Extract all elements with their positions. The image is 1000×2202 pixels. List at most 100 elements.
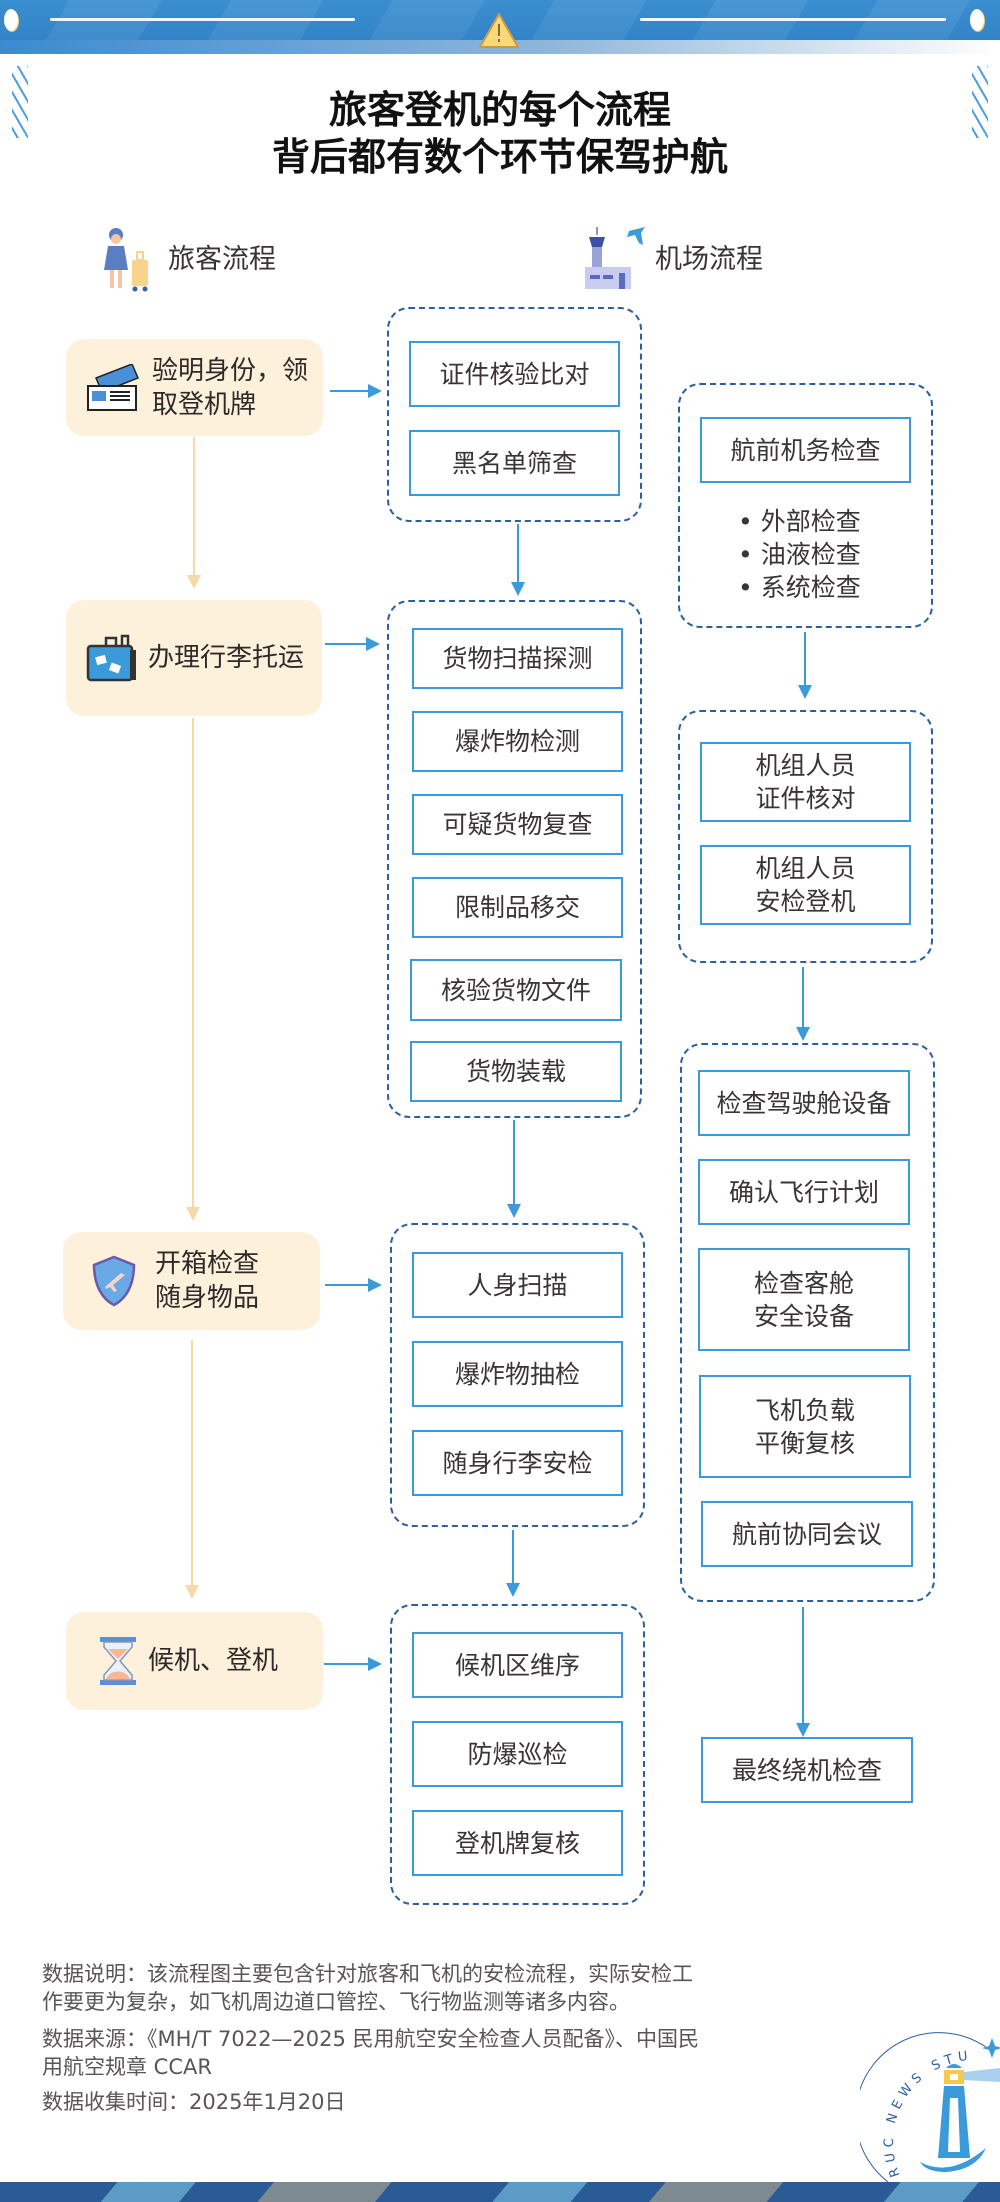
security-group-boarding	[390, 1604, 645, 1905]
group-connector	[513, 1120, 515, 1206]
security-step: 候机区维序	[412, 1632, 623, 1698]
bullet-item: • 油液检查	[738, 540, 861, 569]
ruc-news-studio-logo: RUC NEWS STUDIO	[860, 2030, 1000, 2183]
security-step: 可疑货物复查	[412, 794, 623, 855]
passenger-step-id-check: 验明身份，领 取登机牌	[66, 339, 323, 436]
decorative-hatch-left	[12, 66, 28, 138]
step-line1: 机组人员	[755, 751, 856, 780]
data-note-line2: 作要更为复杂，如飞机周边道口管控、飞行物监测等诸多内容。	[42, 1990, 630, 2014]
aircraft-step: 机组人员 安检登机	[700, 845, 911, 925]
traveler-icon	[104, 228, 148, 292]
banner-dot-left	[4, 9, 18, 31]
step-line1: 飞机负载	[754, 1395, 855, 1425]
step-line1: 机组人员	[755, 854, 856, 883]
passenger-step-baggage: 办理行李托运	[66, 600, 322, 716]
aircraft-step: 机组人员 证件核对	[700, 742, 911, 822]
arrow-down	[798, 685, 812, 699]
data-collection-date: 数据收集时间：2025年1月20日	[42, 2090, 346, 2114]
aircraft-group-preflight	[680, 1043, 935, 1602]
bottom-banner	[0, 2182, 1000, 2202]
aircraft-final-walkaround: 最终绕机检查	[701, 1737, 913, 1803]
passenger-arrow-down	[187, 575, 201, 589]
security-step: 登机牌复核	[412, 1810, 623, 1876]
passenger-step-line2: 随身物品	[155, 1283, 260, 1313]
group-connector	[517, 524, 519, 584]
hourglass-icon	[100, 1637, 136, 1685]
passenger-arrow-down	[185, 1585, 199, 1599]
arrow-right	[366, 637, 380, 651]
lighthouse-icon	[920, 2064, 1000, 2172]
security-step: 防爆巡检	[412, 1721, 623, 1787]
title-line-2: 背后都有数个环节保驾护航	[271, 135, 728, 179]
passenger-step-carry-on-check: 开箱检查 随身物品	[63, 1232, 320, 1330]
security-group-cargo	[387, 600, 642, 1118]
group-connector	[804, 632, 806, 687]
security-step: 货物扫描探测	[412, 628, 623, 689]
aircraft-step: 确认飞行计划	[698, 1159, 910, 1225]
arrow-down	[506, 1583, 520, 1597]
data-source-line1: 数据来源：《MH/T 7022—2025 民用航空安全检查人员配备》、中国民	[42, 2027, 700, 2051]
security-step: 黑名单筛查	[409, 430, 620, 496]
passenger-step-line1: 候机、登机	[148, 1646, 279, 1676]
step-line2: 平衡复核	[754, 1428, 855, 1458]
control-tower-icon	[585, 227, 645, 289]
boarding-pass-icon	[87, 363, 139, 411]
security-step: 爆炸物检测	[412, 711, 623, 772]
data-note: 数据说明：该流程图主要包含针对旅客和飞机的安检流程，实际安检工 作要更为复杂，如…	[42, 1960, 782, 2016]
passenger-connector	[192, 718, 194, 1208]
connector-right	[325, 1284, 370, 1286]
airport-column-label: 机场流程	[655, 244, 763, 275]
warning-triangle-icon	[479, 13, 519, 48]
arrow-right	[368, 1657, 382, 1671]
arrow-right	[368, 1278, 382, 1292]
banner-line-right	[640, 18, 946, 21]
aircraft-step: 检查客舱 安全设备	[698, 1248, 910, 1351]
decorative-hatch-right	[972, 66, 988, 138]
security-group-personal	[390, 1223, 645, 1527]
passenger-connector	[193, 437, 195, 577]
passenger-column-label: 旅客流程	[168, 244, 276, 275]
luggage-icon	[86, 634, 136, 682]
bullet-item: • 外部检查	[738, 507, 861, 536]
data-source-line2: 用航空规章 CCAR	[42, 2055, 212, 2079]
group-connector	[512, 1530, 514, 1585]
banner-line-left	[50, 18, 355, 21]
data-source: 数据来源：《MH/T 7022—2025 民用航空安全检查人员配备》、中国民 用…	[42, 2025, 782, 2081]
security-step: 限制品移交	[412, 877, 623, 938]
security-step: 核验货物文件	[410, 959, 622, 1021]
security-group-id	[387, 307, 642, 522]
passenger-step-line1: 办理行李托运	[148, 643, 305, 673]
passenger-step-line1: 验明身份，领	[152, 355, 309, 386]
connector-right	[330, 390, 370, 392]
passenger-step-boarding: 候机、登机	[66, 1612, 323, 1710]
passenger-arrow-down	[186, 1207, 200, 1221]
arrow-down	[507, 1204, 521, 1218]
step-line1: 检查客舱	[753, 1268, 854, 1298]
step-line2: 证件核对	[755, 784, 856, 813]
page-title: 旅客登机的每个流程 背后都有数个环节保驾护航	[0, 87, 1000, 181]
arrow-down	[796, 1723, 810, 1737]
security-step: 爆炸物抽检	[412, 1341, 623, 1407]
data-note-line1: 数据说明：该流程图主要包含针对旅客和飞机的安检流程，实际安检工	[42, 1962, 693, 1986]
step-line2: 安全设备	[753, 1301, 854, 1331]
connector-right	[325, 643, 368, 645]
shield-plane-icon	[92, 1255, 136, 1307]
aircraft-step: 航前协同会议	[701, 1501, 913, 1567]
title-line-1: 旅客登机的每个流程	[328, 88, 671, 132]
aircraft-step: 飞机负载 平衡复核	[699, 1375, 911, 1478]
security-step: 随身行李安检	[412, 1430, 623, 1496]
security-step: 证件核验比对	[409, 341, 620, 407]
group-connector	[802, 967, 804, 1029]
aircraft-step-title: 航前机务检查	[700, 417, 911, 483]
passenger-connector	[191, 1340, 193, 1585]
connector-right	[324, 1663, 370, 1665]
aircraft-group-maintenance	[678, 383, 933, 628]
step-line2: 安检登机	[755, 887, 856, 916]
aircraft-step: 检查驾驶舱设备	[698, 1070, 910, 1136]
sparkle-icon	[982, 2038, 1000, 2058]
banner-dot-right	[970, 9, 984, 31]
security-step: 人身扫描	[412, 1252, 623, 1318]
bullet-item: • 系统检查	[738, 573, 861, 602]
passenger-step-line2: 取登机牌	[152, 389, 257, 420]
security-step: 货物装载	[410, 1041, 622, 1102]
